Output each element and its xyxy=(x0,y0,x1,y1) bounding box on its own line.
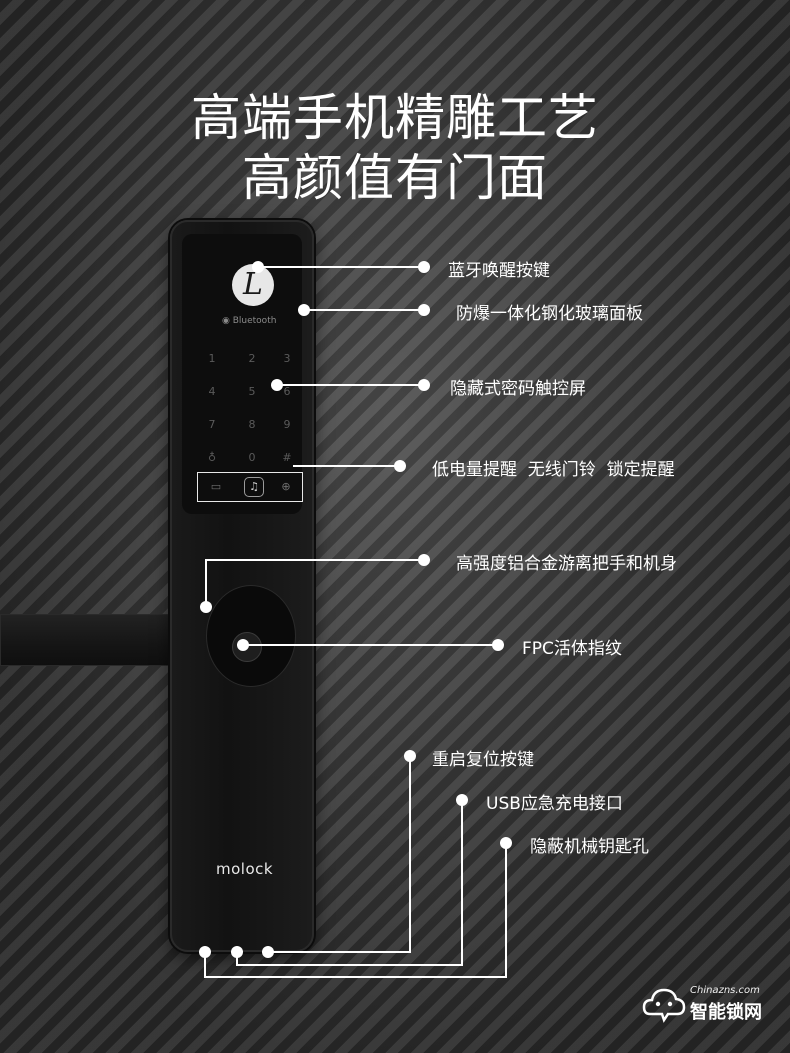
low-battery-icon: ▭ xyxy=(210,480,222,493)
callout-reset-button: 重启复位按键 xyxy=(432,750,534,770)
key-8[interactable]: 8 xyxy=(248,418,256,431)
headline-line-1: 高端手机精雕工艺 xyxy=(191,89,599,147)
key-7[interactable]: 7 xyxy=(208,418,216,431)
callout-usb-port: USB应急充电接口 xyxy=(486,794,623,814)
watermark-url: Chinazns.com xyxy=(690,985,760,996)
glass-panel: L ◉ Bluetooth 1 2 3 4 5 6 7 8 9 ♁ 0 # ▭ … xyxy=(182,234,303,514)
watermark-name: 智能锁网 xyxy=(690,1002,762,1023)
key-5[interactable]: 5 xyxy=(248,385,256,398)
callout-touch-screen: 隐藏式密码触控屏 xyxy=(450,379,586,399)
key-9[interactable]: 9 xyxy=(283,418,291,431)
key-4[interactable]: 4 xyxy=(208,385,216,398)
key-hash[interactable]: # xyxy=(282,451,292,464)
key-1[interactable]: 1 xyxy=(208,352,216,365)
callout-bluetooth-wake: 蓝牙唤醒按键 xyxy=(448,261,550,281)
callout-status-features: 低电量提醒 无线门铃 锁定提醒 xyxy=(432,460,675,480)
key-6[interactable]: 6 xyxy=(283,385,291,398)
cloud-logo-icon xyxy=(642,988,686,1023)
headline-line-2: 高颜值有门面 xyxy=(242,149,548,207)
bluetooth-label: ◉ Bluetooth xyxy=(222,316,277,326)
key-0[interactable]: 0 xyxy=(248,451,256,464)
status-indicator-strip: ▭ ♫ ⊕ xyxy=(197,472,303,502)
key-2[interactable]: 2 xyxy=(248,352,256,365)
bluetooth-icon: ◉ xyxy=(222,316,230,326)
key-3[interactable]: 3 xyxy=(283,352,291,365)
callout-glass-panel: 防爆一体化钢化玻璃面板 xyxy=(456,304,643,324)
callout-handle-body: 高强度铝合金游离把手和机身 xyxy=(456,554,677,574)
bluetooth-wake-button[interactable]: L xyxy=(232,264,274,306)
lock-key-icon[interactable]: ♁ xyxy=(207,451,217,464)
brand-logo: molock xyxy=(216,860,274,878)
callout-fingerprint: FPC活体指纹 xyxy=(522,639,622,659)
lock-status-icon: ⊕ xyxy=(281,480,291,493)
callout-key-hole: 隐蔽机械钥匙孔 xyxy=(530,837,649,857)
doorbell-icon[interactable]: ♫ xyxy=(244,477,264,497)
